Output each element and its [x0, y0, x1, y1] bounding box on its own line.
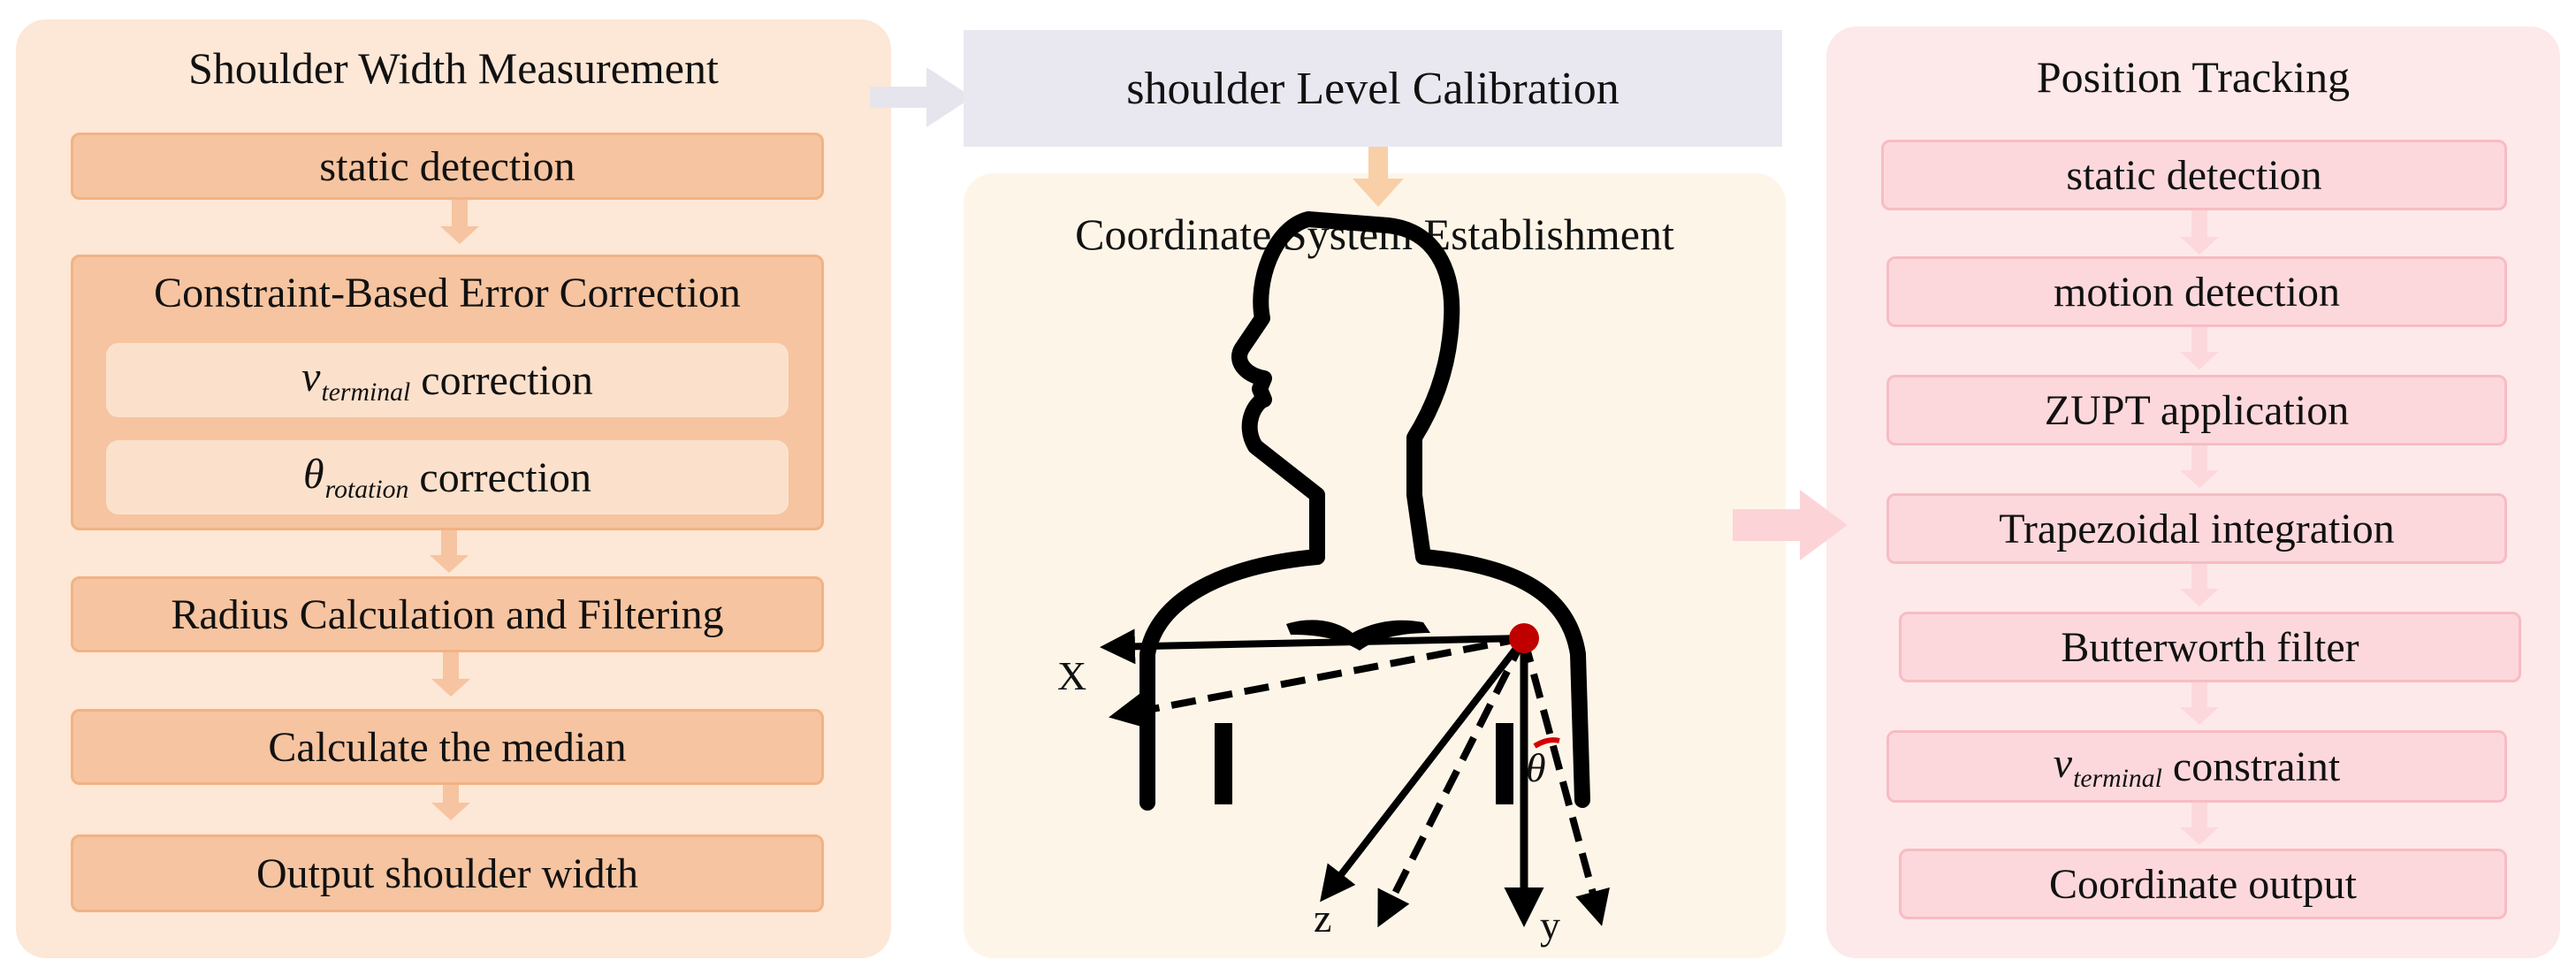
x-axis-arrow — [1100, 628, 1525, 665]
shoulder-level-calibration: shoulder Level Calibration — [964, 30, 1782, 147]
step-calculate-median: Calculate the median — [71, 709, 824, 785]
y-axis-rotated-arrow — [1520, 636, 1610, 926]
shoulder-width-title: Shoulder Width Measurement — [188, 43, 719, 93]
step-radius-calculation: Radius Calculation and Filtering — [71, 576, 824, 652]
pt-motion-detection: motion detection — [1886, 256, 2507, 327]
step-output-shoulder-width: Output shoulder width — [71, 834, 824, 912]
z-axis-rotated-arrow — [1377, 636, 1528, 928]
position-tracking-title: Position Tracking — [2036, 52, 2351, 102]
shoulder-point-marker — [1509, 623, 1539, 653]
arrow-calibration-to-coordinate — [1353, 147, 1404, 207]
human-silhouette — [1231, 211, 1590, 808]
collar-bone — [1286, 620, 1430, 651]
pt-zupt-application: ZUPT application — [1886, 375, 2507, 446]
error-correction-title: Constraint-Based Error Correction — [154, 270, 741, 316]
y-axis-label: y — [1540, 903, 1560, 948]
arrow-to-calibration — [870, 67, 972, 127]
theta-label: θ — [1526, 745, 1546, 790]
pt-coordinate-output: Coordinate output — [1899, 849, 2507, 919]
x-axis-label: X — [1057, 653, 1087, 698]
theta-rotation-correction: θrotation correction — [106, 440, 789, 514]
x-axis-rotated-arrow — [1109, 635, 1525, 728]
step-static-detection: static detection — [71, 133, 824, 200]
pt-static-detection: static detection — [1881, 140, 2507, 210]
left-arm-line — [1215, 723, 1232, 804]
theta-angle-arc — [1533, 737, 1560, 749]
pt-butterworth-filter: Butterworth filter — [1899, 612, 2521, 682]
v-terminal-correction: vterminal correction — [106, 343, 789, 417]
pt-trapezoidal-integration: Trapezoidal integration — [1886, 493, 2507, 564]
pt-v-terminal-constraint: vterminal constraint — [1886, 730, 2507, 803]
v-terminal-symbol: vterminal — [301, 354, 411, 407]
right-arm-line — [1496, 723, 1513, 804]
z-axis-arrow — [1320, 636, 1528, 903]
theta-rotation-symbol: θrotation — [303, 451, 409, 504]
v-terminal-constraint-symbol: vterminal — [2053, 740, 2162, 793]
z-axis-label: z — [1314, 895, 1332, 941]
arrow-to-position-tracking — [1733, 490, 1848, 560]
